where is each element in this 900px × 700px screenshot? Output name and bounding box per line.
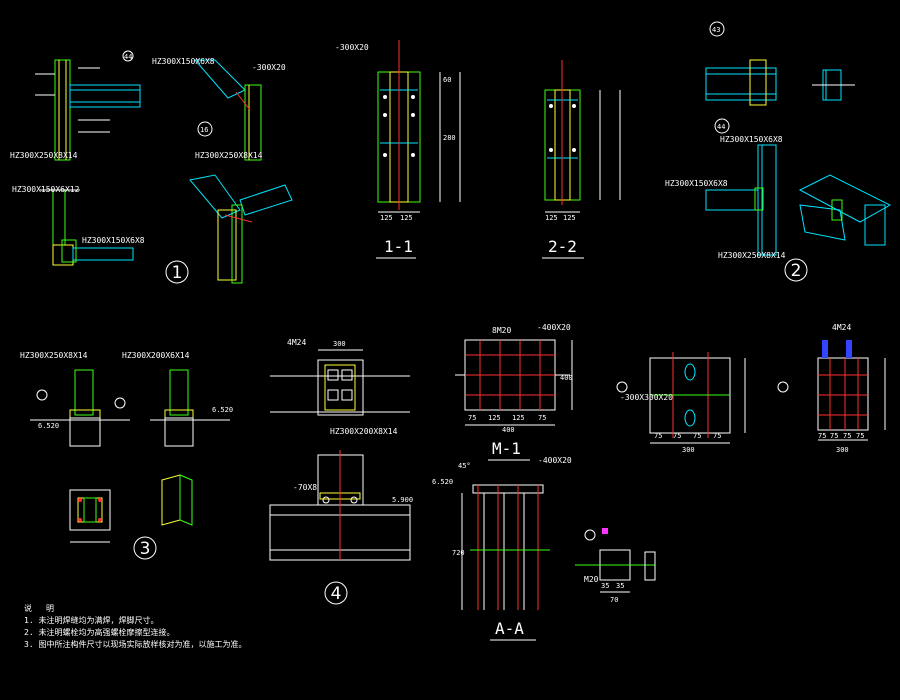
member-label: HZ300X200X8X14 <box>330 427 398 436</box>
dim: 75 <box>654 432 662 440</box>
member-label: HZ300X150X6X12 <box>12 185 80 194</box>
elevation: 5.900 <box>392 496 413 504</box>
detail-3-group: HZ300X250X8X14 6.520 HZ300X200X6X14 6.52… <box>20 351 233 560</box>
dim-total: 300 <box>682 446 695 454</box>
dim: 125 <box>488 414 501 422</box>
section-title-1-1: 1-1 <box>384 237 413 256</box>
plate-300-a-group: 75 75 75 75 300 -300X300X20 <box>616 352 746 454</box>
notes-heading: 说明 <box>24 604 68 613</box>
dim: 75 <box>856 432 864 440</box>
dim: 125 <box>545 214 558 222</box>
dim: 75 <box>673 432 681 440</box>
dim: 75 <box>538 414 546 422</box>
plate-label: -300X300X20 <box>620 393 673 402</box>
dim-total: 300 <box>836 446 849 454</box>
plate-label: 4M24 <box>287 338 306 347</box>
section-1-1-group: 125 125 280 60 -300X20 1-1 <box>335 40 461 259</box>
notes-block: 说明 1. 未注明焊缝均为满焊，焊脚尺寸。 2. 未注明螺栓均为高强螺栓摩擦型连… <box>24 603 246 651</box>
elevation: 6.520 <box>212 406 233 414</box>
detail-2-group: 43 HZ300X150X6X8 44 HZ300X150X6X8 HZ300X… <box>665 21 892 282</box>
plate-label: 8M20 <box>492 326 511 335</box>
member-label: HZ300X150X6X8 <box>82 236 145 245</box>
callout-44b: 44 <box>717 123 725 131</box>
member-label: HZ300X250X8X14 <box>10 151 78 160</box>
dim: 125 <box>563 214 576 222</box>
member-label: HZ300X250X8X14 <box>718 251 786 260</box>
member-label: HZ300X150X6X8 <box>720 135 783 144</box>
member-label: HZ300X250X8X14 <box>20 351 88 360</box>
note-item: 3. 图中所注构件尺寸以现场实际放样核对为准，以施工为准。 <box>24 640 247 649</box>
small-plate-group: 35 35 70 M20 <box>575 528 656 604</box>
dim: 125 <box>400 214 413 222</box>
plate-label: -400X20 <box>538 456 572 465</box>
callout-44: 44 <box>124 53 132 61</box>
detail-number: 3 <box>140 539 151 559</box>
member-label: HZ300X150X6X8 <box>152 57 215 66</box>
plate-label: -400X20 <box>537 323 571 332</box>
section-title-m1: M-1 <box>492 439 521 458</box>
dim-total: 400 <box>502 426 515 434</box>
dim-side-total: 400 <box>560 374 573 382</box>
dim: 35 <box>616 582 624 590</box>
section-2-2-group: 125 125 2-2 <box>542 60 621 259</box>
dim: 75 <box>830 432 838 440</box>
dim-total: 70 <box>610 596 618 604</box>
section-title-2-2: 2-2 <box>548 237 577 256</box>
dim: 125 <box>512 414 525 422</box>
dim-height: 720 <box>452 549 465 557</box>
dim: 75 <box>843 432 851 440</box>
dim-label: -300X20 <box>252 63 286 72</box>
detail-4-group: 300 4M24 HZ300X200X8X14 5.900 -70X8 4 <box>269 338 413 605</box>
plate-label: M20 <box>584 575 599 584</box>
member-label: HZ300X250X8X14 <box>195 151 263 160</box>
angle-label: 45° <box>458 462 471 470</box>
detail-number: 1 <box>172 263 183 283</box>
elevation: 6.520 <box>38 422 59 430</box>
plate-label: -70X8 <box>293 483 317 492</box>
dim: 60 <box>443 76 451 84</box>
dim: 75 <box>693 432 701 440</box>
aa-section-group: 720 6.520 45° -400X20 A-A <box>432 456 572 641</box>
dim-total: 300 <box>333 340 346 348</box>
detail-number: 4 <box>331 584 342 604</box>
note-item: 2. 未注明螺栓均为高强螺栓摩擦型连接。 <box>24 628 175 637</box>
plate-label: 4M24 <box>832 323 851 332</box>
plate-label: -300X20 <box>335 43 369 52</box>
dim: 75 <box>818 432 826 440</box>
member-label: HZ300X200X6X14 <box>122 351 190 360</box>
section-title-aa: A-A <box>495 619 524 638</box>
detail-1-group: 44 HZ300X250X8X14 HZ300X150X6X12 HZ300X1… <box>10 50 293 284</box>
plate-300-b-group: 75 75 75 75 300 4M24 <box>777 323 886 454</box>
detail-number: 2 <box>791 261 802 281</box>
note-item: 1. 未注明焊缝均为满焊，焊脚尺寸。 <box>24 616 159 625</box>
dim: 75 <box>713 432 721 440</box>
m1-plate-group: 400 75 125 125 75 400 8M20 -400X20 M-1 <box>455 323 573 461</box>
elevation: 6.520 <box>432 478 453 486</box>
dim: 280 <box>443 134 456 142</box>
dim: 125 <box>380 214 393 222</box>
dim: 75 <box>468 414 476 422</box>
member-label: HZ300X150X6X8 <box>665 179 728 188</box>
dim: 35 <box>601 582 609 590</box>
callout-43: 43 <box>712 26 720 34</box>
callout-16: 16 <box>200 126 208 134</box>
